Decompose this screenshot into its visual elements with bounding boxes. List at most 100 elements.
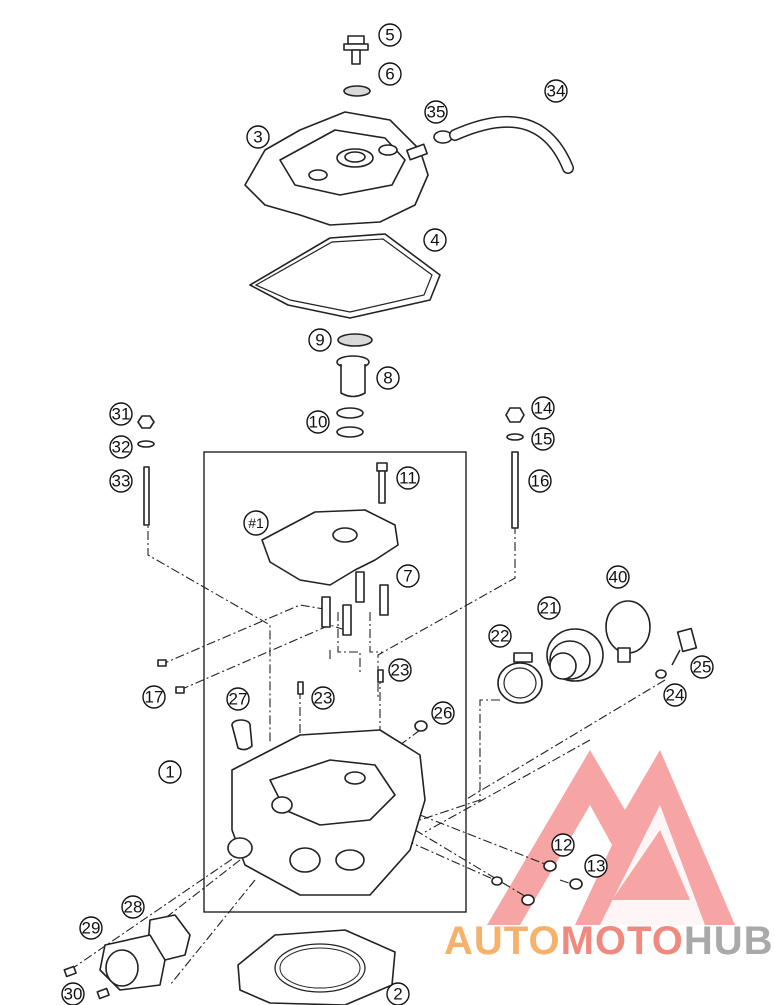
bolt-30a-part [63,965,77,978]
svg-text:25: 25 [693,658,712,677]
callout-35: 35 [424,100,448,124]
callout-32: 32 [109,435,133,459]
clamp-35-part [433,130,453,144]
callout-22: 22 [488,624,512,648]
callout-23-right: 23 [388,658,412,682]
svg-text:6: 6 [385,65,394,84]
callout-6: 6 [378,62,402,86]
callout-hash1: #1 [243,510,269,536]
tube-27-part [231,719,253,751]
svg-text:9: 9 [315,331,324,350]
watermark-auto: AUTO [444,919,561,963]
callout-8: 8 [376,366,400,390]
svg-text:7: 7 [403,567,412,586]
svg-text:14: 14 [534,399,553,418]
callout-33: 33 [109,469,133,493]
valve-guides-part [321,571,389,636]
svg-text:8: 8 [383,369,392,388]
callout-7: 7 [396,564,420,588]
callout-40: 40 [606,565,630,589]
cylinder-head-part [227,729,426,896]
svg-text:29: 29 [82,919,101,938]
callout-5: 5 [378,23,402,47]
svg-text:21: 21 [540,599,559,618]
svg-text:28: 28 [124,898,143,917]
washer-6-part [343,85,371,97]
svg-text:2: 2 [393,985,402,1004]
callout-1: 1 [158,760,182,784]
callout-23-left: 23 [311,686,335,710]
svg-text:3: 3 [253,128,262,147]
callout-3: 3 [246,125,270,149]
bolt-11-part [376,462,388,504]
washer-12-part [543,860,557,872]
callout-13: 13 [584,854,608,878]
dowel-23-left-part [297,681,304,695]
callout-34: 34 [544,79,568,103]
svg-text:17: 17 [145,688,164,707]
callout-2: 2 [386,982,410,1005]
callout-4: 4 [423,228,447,252]
callout-29: 29 [79,916,103,940]
svg-text:#1: #1 [248,515,264,531]
svg-text:23: 23 [314,689,333,708]
plug-26-part [414,720,428,732]
watermark-moto: MOTO [560,919,684,963]
intake-manifold-part [99,934,166,991]
callout-9: 9 [308,328,332,352]
o-ring-10-upper [336,407,364,419]
svg-text:5: 5 [385,26,394,45]
svg-text:31: 31 [112,405,131,424]
nut-31-part [137,415,155,429]
svg-text:1: 1 [165,763,174,782]
svg-text:15: 15 [534,430,553,449]
sensor-25-part [671,627,698,666]
sleeve-8-part [336,355,370,398]
callout-24: 24 [663,683,687,707]
callout-25: 25 [690,655,714,679]
callout-31: 31 [109,402,133,426]
intake-flange-part [546,628,604,682]
callout-30: 30 [61,982,85,1005]
svg-text:24: 24 [666,686,685,705]
nut-14-part [505,407,525,423]
seal-9-part [337,333,373,347]
svg-text:35: 35 [427,103,446,122]
plug-17a-part [157,659,167,667]
clamp-40-part [605,600,651,663]
callout-12: 12 [551,833,575,857]
bolt-30b-part [96,987,110,1000]
callout-15: 15 [531,427,555,451]
bolt-5-part [343,35,369,65]
stud-33-part [143,466,150,526]
svg-text:40: 40 [609,568,628,587]
plug-17b-part [175,686,185,694]
callout-14: 14 [531,396,555,420]
svg-text:32: 32 [112,438,131,457]
callout-17: 17 [142,685,166,709]
plug-13b-part [521,894,535,906]
svg-text:26: 26 [434,704,453,723]
svg-text:34: 34 [547,82,566,101]
callout-10: 10 [306,410,330,434]
washer-15-part [506,433,524,441]
watermark-hub: HUB [683,919,774,963]
clamp-22-part [497,652,543,704]
assembly-frame [203,451,467,913]
callout-11: 11 [396,466,420,490]
o-ring-10-lower [336,426,364,438]
svg-text:10: 10 [309,413,328,432]
valve-cover-part [244,111,429,226]
head-gasket-part [237,929,396,1005]
svg-text:33: 33 [112,472,131,491]
leader-lines [69,480,666,986]
watermark-text: AUTOMOTOHUB [444,918,774,964]
svg-text:13: 13 [587,857,606,876]
callout-28: 28 [121,895,145,919]
washer-13-part [569,878,583,890]
svg-text:4: 4 [430,231,439,250]
svg-text:23: 23 [391,661,410,680]
dowel-23-right-part [377,669,384,683]
camshaft-bridge-part [261,509,399,586]
